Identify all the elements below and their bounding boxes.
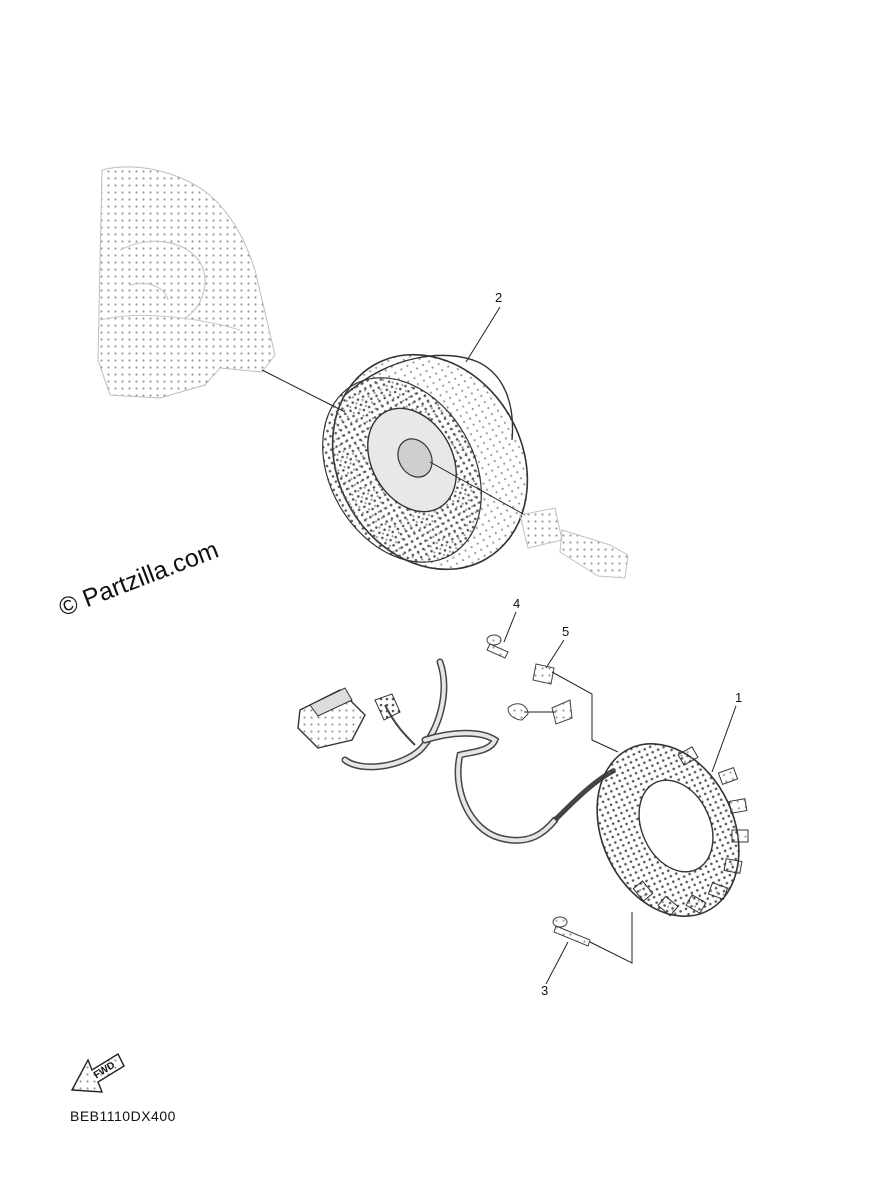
callout-5-leader <box>545 639 565 669</box>
callout-2: 2 <box>495 290 503 305</box>
stator-coupler <box>297 687 366 749</box>
clamp-to-stator-leader <box>551 671 619 753</box>
rotor-axis-line <box>429 461 526 516</box>
stator-assembly <box>596 742 749 918</box>
engine-case-ghost <box>97 166 276 399</box>
screw-to-stator-leader <box>589 912 633 964</box>
callout-1-leader <box>711 705 737 773</box>
wiring-harness <box>341 658 617 844</box>
rotor-assembly <box>322 353 529 571</box>
callout-3: 3 <box>541 983 549 998</box>
small-connector <box>374 693 401 721</box>
callout-4-leader <box>503 611 517 643</box>
shaft-nut-ghost <box>519 507 629 579</box>
callout-2-leader <box>465 306 501 363</box>
cable-clip <box>507 699 573 725</box>
callout-4: 4 <box>513 596 521 611</box>
callout-1: 1 <box>735 690 743 705</box>
screw-3 <box>552 916 591 947</box>
diagram-code: BEB1110DX400 <box>70 1108 176 1124</box>
crank-axis-line <box>261 369 346 413</box>
fwd-arrow-icon <box>70 1053 125 1093</box>
callout-5: 5 <box>562 624 570 639</box>
callout-3-leader <box>545 941 569 985</box>
clamp-5 <box>532 663 555 685</box>
bolt-4 <box>486 634 509 659</box>
